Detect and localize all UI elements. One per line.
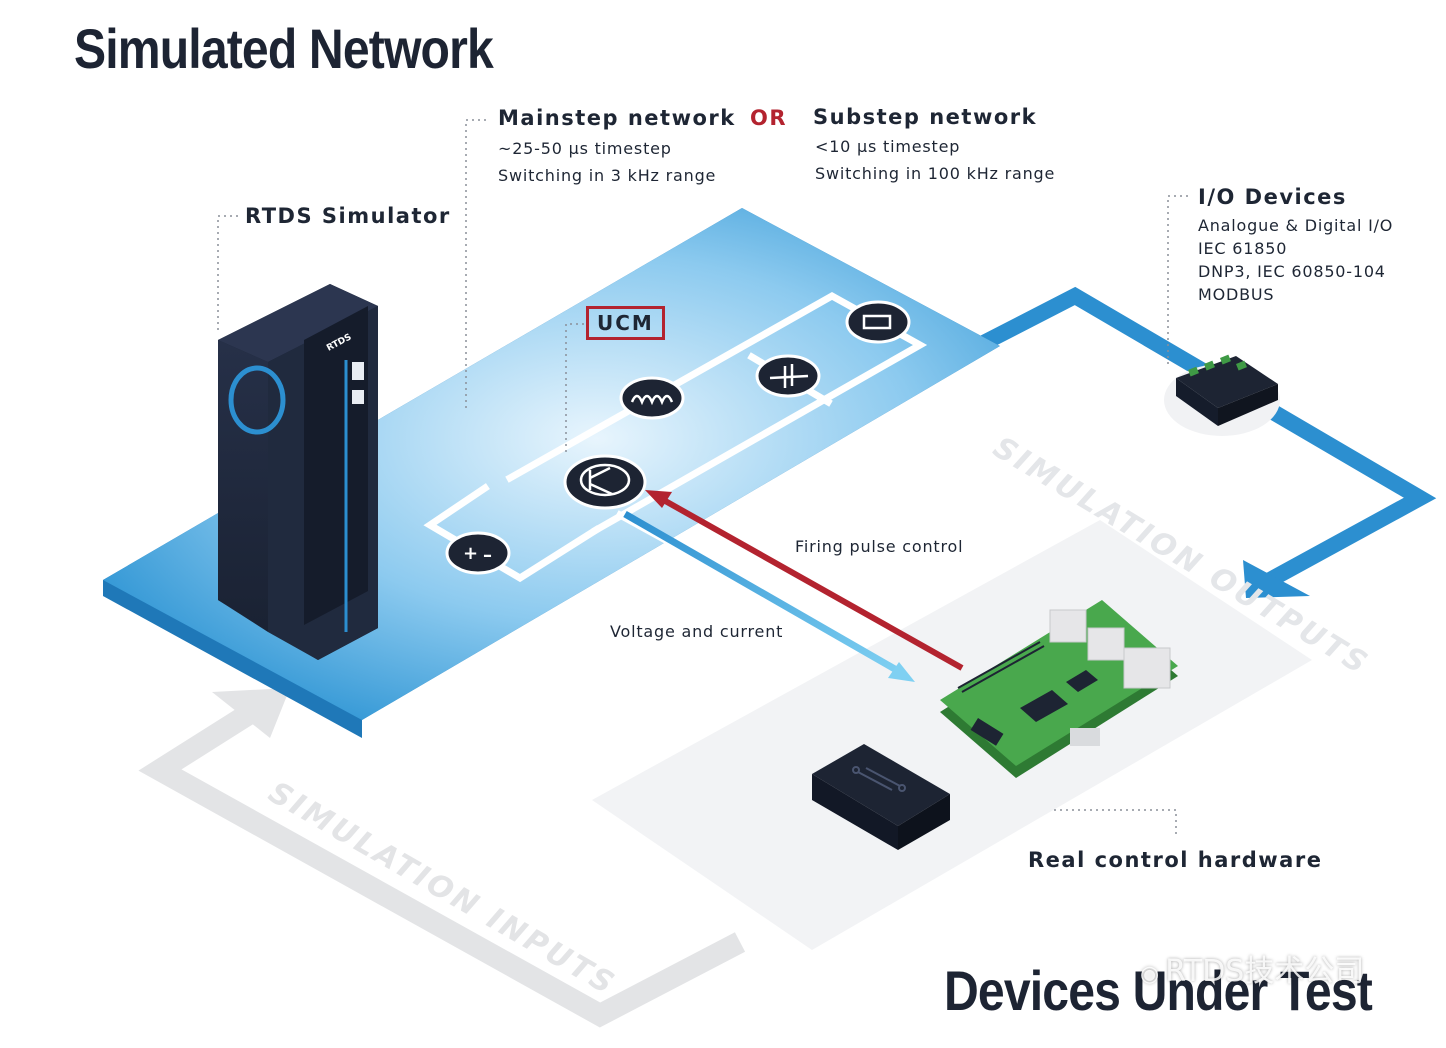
devices-under-test-title: Devices Under Test	[944, 959, 1373, 1022]
substep-timestep: <10 µs timestep	[815, 137, 961, 156]
firing-pulse-label: Firing pulse control	[795, 537, 964, 556]
voltage-current-arrow	[623, 510, 915, 682]
io-item: IEC 61850	[1198, 239, 1288, 258]
mainstep-timestep: ~25-50 µs timestep	[498, 139, 672, 158]
simulated-network-title: Simulated Network	[74, 17, 494, 80]
or-label: OR	[750, 106, 788, 130]
simulation-inputs-arrow	[138, 700, 746, 1028]
control-board	[940, 600, 1178, 778]
rtds-simulator-label: RTDS Simulator	[245, 204, 451, 228]
simulation-outputs-arrow	[966, 286, 1437, 588]
ucm-label: UCM	[586, 306, 665, 340]
mainstep-switching: Switching in 3 kHz range	[498, 166, 717, 185]
io-item: DNP3, IEC 60850-104	[1198, 262, 1386, 281]
firing-pulse-arrow	[645, 490, 964, 671]
simulation-inputs-arrowhead	[212, 688, 290, 738]
controller-chip	[812, 744, 950, 850]
leader-lines	[217, 119, 1188, 836]
mainstep-title: Mainstep network	[498, 106, 736, 130]
io-device-box	[1164, 354, 1280, 436]
voltage-current-label: Voltage and current	[610, 622, 784, 641]
circuit-components: + –	[445, 300, 911, 575]
substep-switching: Switching in 100 kHz range	[815, 164, 1056, 183]
wechat-watermark: ◉RTDS技术公司	[1140, 946, 1364, 990]
wechat-icon: ◉	[1140, 962, 1160, 987]
io-devices-title: I/O Devices	[1198, 185, 1347, 209]
io-item: MODBUS	[1198, 285, 1275, 304]
substep-title: Substep network	[813, 105, 1038, 129]
io-item: Analogue & Digital I/O	[1198, 216, 1394, 235]
real-control-hardware-label: Real control hardware	[1028, 848, 1323, 872]
svg-text:–: –	[483, 545, 492, 566]
svg-text:+: +	[463, 543, 478, 564]
watermark-text: RTDS技术公司	[1165, 954, 1365, 989]
rtds-simulator-cabinet	[218, 284, 378, 660]
simulation-outputs-arrowhead	[1243, 560, 1310, 598]
